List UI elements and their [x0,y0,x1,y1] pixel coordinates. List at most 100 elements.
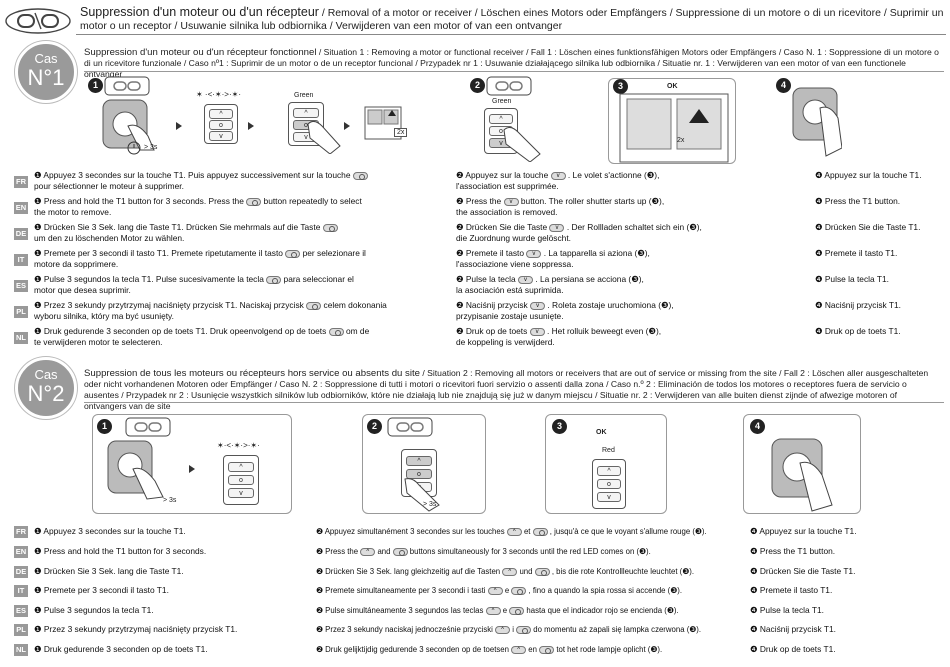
case-2-step-2-text: ❷ Drücken Sie 3 Sek. lang gleichzeitig a… [316,567,695,576]
pressing-hand-icon [404,478,440,512]
window-shutter-icon [619,93,729,163]
wall-transmitter-icon [107,440,164,500]
case-2-step-1-text: ❶ Appuyez 3 secondes sur la touche T1. [34,526,186,536]
case-2-step-4-text: ❹ Pulse la tecla T1. [750,605,824,615]
case-2-step-4-text: ❹ Premete il tasto T1. [750,585,833,595]
page-header: Suppression d'un moteur ou d'un récepteu… [4,4,946,38]
case-2-step-2-text: ❷ Appuyez simultanément 3 secondes sur l… [316,527,707,536]
stop-key-icon [246,197,262,206]
stop-key-icon [285,249,301,258]
case-2-step-4-text: ❹ Naciśnij przycisk T1. [750,624,837,634]
arrow-icon [248,122,254,130]
lang-badge: EN [14,546,28,558]
case-1-step-2-text: ❷ Naciśnij przycisk v . Roleta zostaje u… [456,300,674,321]
down-key-icon: v [549,223,565,232]
down-key-icon: v [530,301,546,310]
case-1-step-2-text: ❷ Drücken Sie die Taste v . Der Rolllade… [456,222,702,243]
lang-badge: NL [14,644,28,656]
case-2-step-1-text: ❶ Pulse 3 segundos la tecla T1. [34,605,154,615]
case-2-step-1-text: ❶ Druk gedurende 3 seconden op de toets … [34,644,208,654]
case-1-step-2-text: ❷ Premete il tasto v . La tapparella si … [456,248,650,269]
up-key-icon: ^ [511,645,527,654]
case-1-step-1-text: ❶ Druk gedurende 3 seconden op de toets … [34,326,370,347]
down-key-icon: v [529,327,545,336]
up-key-icon: ^ [502,567,518,576]
case-1-step-1-text: ❶ Przez 3 sekundy przytrzymaj naciśnięty… [34,300,387,321]
arrow-icon [344,122,350,130]
case-1-step-4-text: ❹ Drücken Sie die Taste T1. [815,222,921,232]
case-2-step-2-text: ❷ Premete simultaneamente per 3 secondi … [316,586,683,595]
down-key-icon: v [503,197,519,206]
case-2-step-2-text: ❷ Przez 3 sekundy naciskaj jednocześnie … [316,625,702,634]
wall-transmitter-icon [771,438,833,512]
up-key-icon: ^ [485,606,501,615]
stop-key-icon [534,567,550,576]
arrow-icon [176,122,182,130]
up-key-icon: ^ [487,586,503,595]
up-key-icon: ^ [506,527,522,536]
case-1-step-1-text: ❶ Appuyez 3 secondes sur la touche T1. P… [34,170,454,192]
case-2-step-2-illustration: 2 ^ov > 3s [362,414,486,514]
stop-key-icon [509,606,525,615]
page-title: Suppression d'un moteur ou d'un récepteu… [80,5,944,33]
case-1-step-4-text: ❹ Premete il tasto T1. [815,248,898,258]
case-2-step-1-text: ❶ Press and hold the T1 button for 3 sec… [34,546,207,556]
case-1-step-1-text: ❶ Premete per 3 secondi il tasto T1. Pre… [34,248,366,269]
case-1-step-2-text: ❷ Appuyez sur la touche v . Le volet s'a… [456,170,660,191]
case-2-step-1-text: ❶ Przez 3 sekundy przytrzymaj naciśnięty… [34,624,238,634]
case-2-step-4-text: ❹ Appuyez sur la touche T1. [750,526,857,536]
case-2-step-4-text: ❹ Press the T1 button. [750,546,836,556]
lang-badge: NL [14,332,28,344]
timer-icon [127,141,141,155]
wall-transmitter-icon [102,99,155,151]
lang-badge: ES [14,280,28,292]
motor-selection-indicator: ✶·<·✶·>·✶· [217,441,260,450]
case-1-situation: Suppression d'un moteur ou d'un récepteu… [84,47,939,79]
pressing-hand-icon [307,120,341,154]
stop-key-icon [328,327,344,336]
unlink-chain-icon [387,417,433,437]
stop-key-icon [539,645,555,654]
case-1-step-2-text: ❷ Pulse la tecla v . La persiana se acci… [456,274,644,295]
unlink-chain-icon [104,76,150,96]
case-1-step-4-text: ❹ Appuyez sur la touche T1. [815,170,922,180]
case-1-step-1-text: ❶ Press and hold the T1 button for 3 sec… [34,196,362,217]
case-2-step-4-text: ❹ Drücken Sie die Taste T1. [750,566,856,576]
lang-badge: ES [14,605,28,617]
lang-badge: FR [14,176,28,188]
case-2-step-2-text: ❷ Press the ^ and buttons simultaneously… [316,547,651,556]
case-2-step-2-text: ❷ Pulse simultáneamente 3 segundos las t… [316,606,679,615]
case-1-step-2-text: ❷ Druk op de toets v . Het rolluik bewee… [456,326,662,347]
stop-key-icon [322,223,338,232]
up-key-icon: ^ [360,547,376,556]
stop-key-icon [266,275,282,284]
down-key-icon: v [517,275,533,284]
stop-key-icon [392,547,408,556]
case-2-step-1-text: ❶ Drücken Sie 3 Sek. lang die Taste T1. [34,566,184,576]
case-2-divider [84,402,944,403]
lang-badge: DE [14,228,28,240]
stop-key-icon [516,625,532,634]
lang-badge: EN [14,202,28,214]
lang-badge: DE [14,566,28,578]
case-1-step-2-text: ❷ Press the v button. The roller shutter… [456,196,665,217]
arrow-icon [189,465,195,473]
case-1-step-4-text: ❹ Druk op de toets T1. [815,326,901,336]
case-1-step-3-illustration: 3 OK 2x [608,78,736,164]
case-1-step-1-text: ❶ Drücken Sie 3 Sek. lang die Taste T1. … [34,222,454,244]
stop-key-icon [352,171,368,180]
stop-key-icon [306,301,322,310]
case-1-step-1-text: ❶ Pulse 3 segundos la tecla T1. Pulse su… [34,274,354,295]
case-2-situation: Suppression de tous les moteurs ou récep… [84,368,929,411]
case-2-step-4-illustration: 4 [743,414,861,514]
lang-badge: FR [14,526,28,538]
unlink-chain-icon [486,76,532,96]
lang-badge: IT [14,254,28,266]
case-2-step-4-text: ❹ Druk op de toets T1. [750,644,836,654]
